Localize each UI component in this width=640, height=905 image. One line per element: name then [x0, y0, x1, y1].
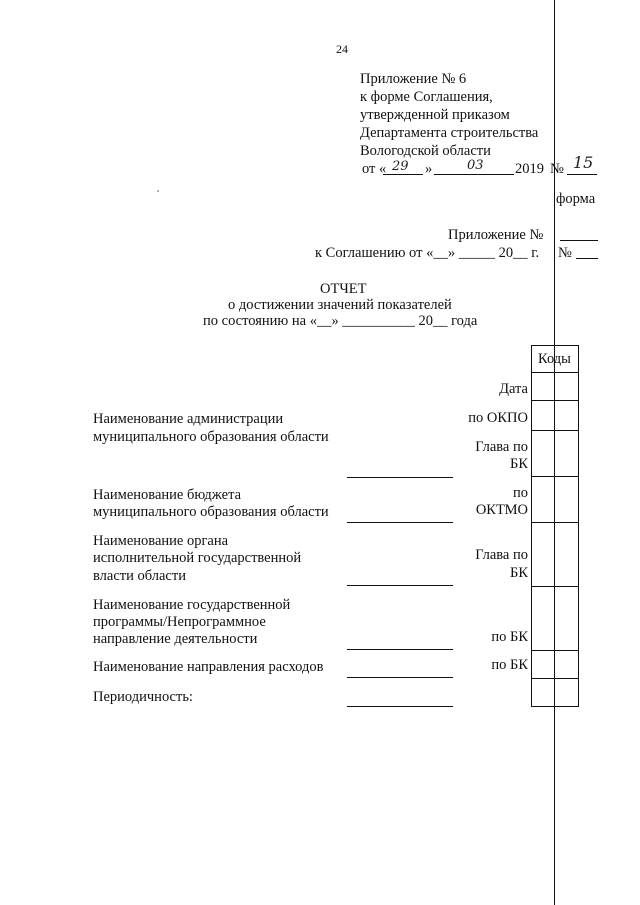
- agreement-number-label: №: [558, 245, 572, 261]
- page-number: 24: [336, 42, 348, 56]
- date-day: 29: [392, 159, 409, 174]
- number-value: 15: [573, 153, 594, 172]
- field-budget-label-1: Наименование бюджета: [93, 487, 242, 503]
- codes-row-line: [531, 586, 579, 587]
- field-program-value-line[interactable]: [347, 649, 453, 650]
- attachment-line-5: Вологодской области: [360, 143, 491, 159]
- report-as-of: по состоянию на «__» __________ 20__ год…: [203, 313, 478, 329]
- date-month: 03: [467, 158, 484, 173]
- date-mid: »: [425, 161, 433, 177]
- codes-row-line: [531, 706, 579, 707]
- glava-code-label-1: Глава по: [475, 439, 528, 455]
- field-expense-direction-value-line[interactable]: [347, 677, 453, 678]
- codes-header: Коды: [538, 351, 571, 367]
- scan-dot: [157, 190, 159, 192]
- field-periodicity-value-line[interactable]: [347, 706, 453, 707]
- report-title: ОТЧЕТ: [320, 281, 367, 297]
- number-underline: [567, 174, 597, 175]
- date-year: 2019: [515, 161, 544, 177]
- codes-row-line: [531, 476, 579, 477]
- forma-label: форма: [556, 191, 596, 207]
- field-program-label-3: направление деятельности: [93, 631, 258, 647]
- oktmo-code-label-1: по: [512, 485, 528, 501]
- codes-row-line: [531, 400, 579, 401]
- field-budget-value-line[interactable]: [347, 522, 453, 523]
- scan-vertical-line: [554, 0, 555, 905]
- field-periodicity-label: Периодичность:: [93, 689, 193, 705]
- field-expense-direction-label: Наименование направления расходов: [93, 659, 324, 675]
- field-budget-label-2: муниципального образования области: [93, 504, 329, 520]
- agreement-number2-underline: [576, 258, 598, 259]
- agreement-attachment-title: Приложение №: [448, 227, 544, 243]
- codes-row-line: [531, 522, 579, 523]
- field-authority-label-2: исполнительной государственной: [93, 550, 302, 566]
- field-admin-label-1: Наименование администрации: [93, 411, 284, 427]
- attachment-line-2: к форме Соглашения,: [360, 89, 493, 105]
- codes-table-right-border: [578, 345, 579, 707]
- field-program-label-2: программы/Непрограммное: [93, 614, 266, 630]
- codes-row-line: [531, 650, 579, 651]
- field-admin-label-2: муниципального образования области: [93, 429, 329, 445]
- field-admin-value-line[interactable]: [347, 477, 453, 478]
- oktmo-code-label-1b: ОКТМО: [475, 502, 528, 518]
- codes-row-line: [531, 678, 579, 679]
- bk-code-label-1: по БК: [491, 629, 528, 645]
- date-day-underline: [383, 174, 423, 175]
- codes-row-line: [531, 430, 579, 431]
- field-authority-value-line[interactable]: [347, 585, 453, 586]
- date-month-underline: [434, 174, 514, 175]
- codes-table-left-border: [531, 345, 532, 707]
- field-authority-label-1: Наименование органа: [93, 533, 229, 549]
- attachment-line-1: Приложение № 6: [360, 71, 467, 87]
- agreement-number-underline: [560, 240, 598, 241]
- attachment-line-3: утвержденной приказом: [360, 107, 510, 123]
- bk-code-label-2: по БК: [491, 657, 528, 673]
- glava-code-label-2b: БК: [510, 565, 528, 581]
- report-subtitle: о достижении значений показателей: [228, 297, 452, 313]
- glava-code-label-2: Глава по: [475, 547, 528, 563]
- date-prefix: от «: [362, 161, 387, 177]
- attachment-line-4: Департамента строительства: [360, 125, 539, 141]
- field-program-label-1: Наименование государственной: [93, 597, 291, 613]
- agreement-date-line: к Соглашению от «__» _____ 20__ г.: [315, 245, 540, 261]
- okpo-code-label: по ОКПО: [468, 410, 528, 426]
- number-label: №: [550, 161, 564, 177]
- codes-row-line: [531, 372, 579, 373]
- glava-code-label-1b: БК: [510, 456, 528, 472]
- codes-row-line: [531, 345, 579, 346]
- field-authority-label-3: власти области: [93, 568, 186, 584]
- date-code-label: Дата: [499, 381, 528, 397]
